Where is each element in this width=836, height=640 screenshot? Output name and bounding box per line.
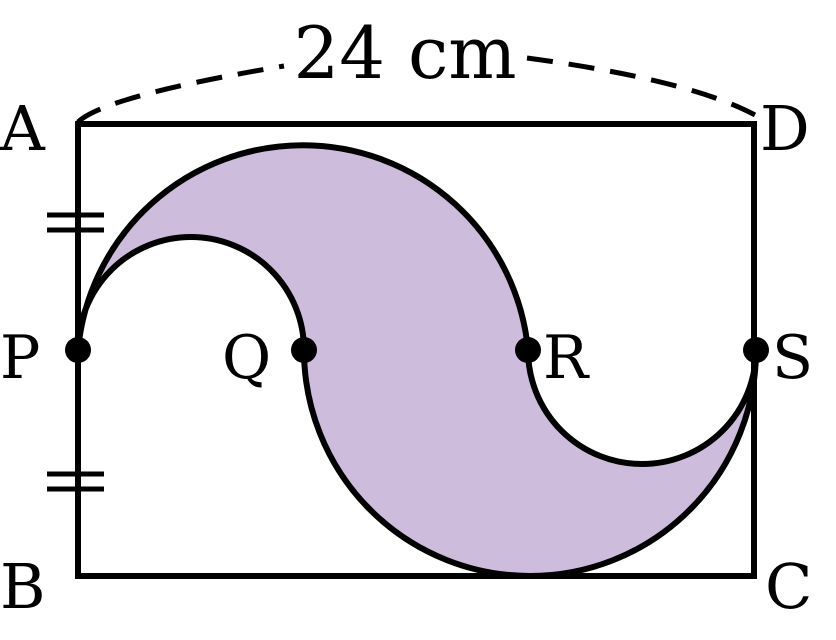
vertex-label-d: D <box>760 92 810 165</box>
point-label-q: Q <box>222 323 271 393</box>
dimension-arc <box>76 55 757 124</box>
point-r-dot <box>515 337 541 363</box>
shaded-region <box>75 142 759 579</box>
point-label-r: R <box>543 323 590 393</box>
point-label-p: P <box>0 323 40 393</box>
point-p-dot <box>65 337 91 363</box>
tick-marks-upper <box>47 212 104 233</box>
vertex-label-b: B <box>0 550 46 623</box>
dimension-label: 24 cm <box>293 11 516 95</box>
vertex-label-a: A <box>0 92 46 165</box>
tick-marks-lower <box>47 471 104 492</box>
point-q-dot <box>291 337 317 363</box>
point-label-s: S <box>772 323 813 393</box>
point-s-dot <box>743 337 769 363</box>
vertex-label-c: C <box>765 550 812 623</box>
